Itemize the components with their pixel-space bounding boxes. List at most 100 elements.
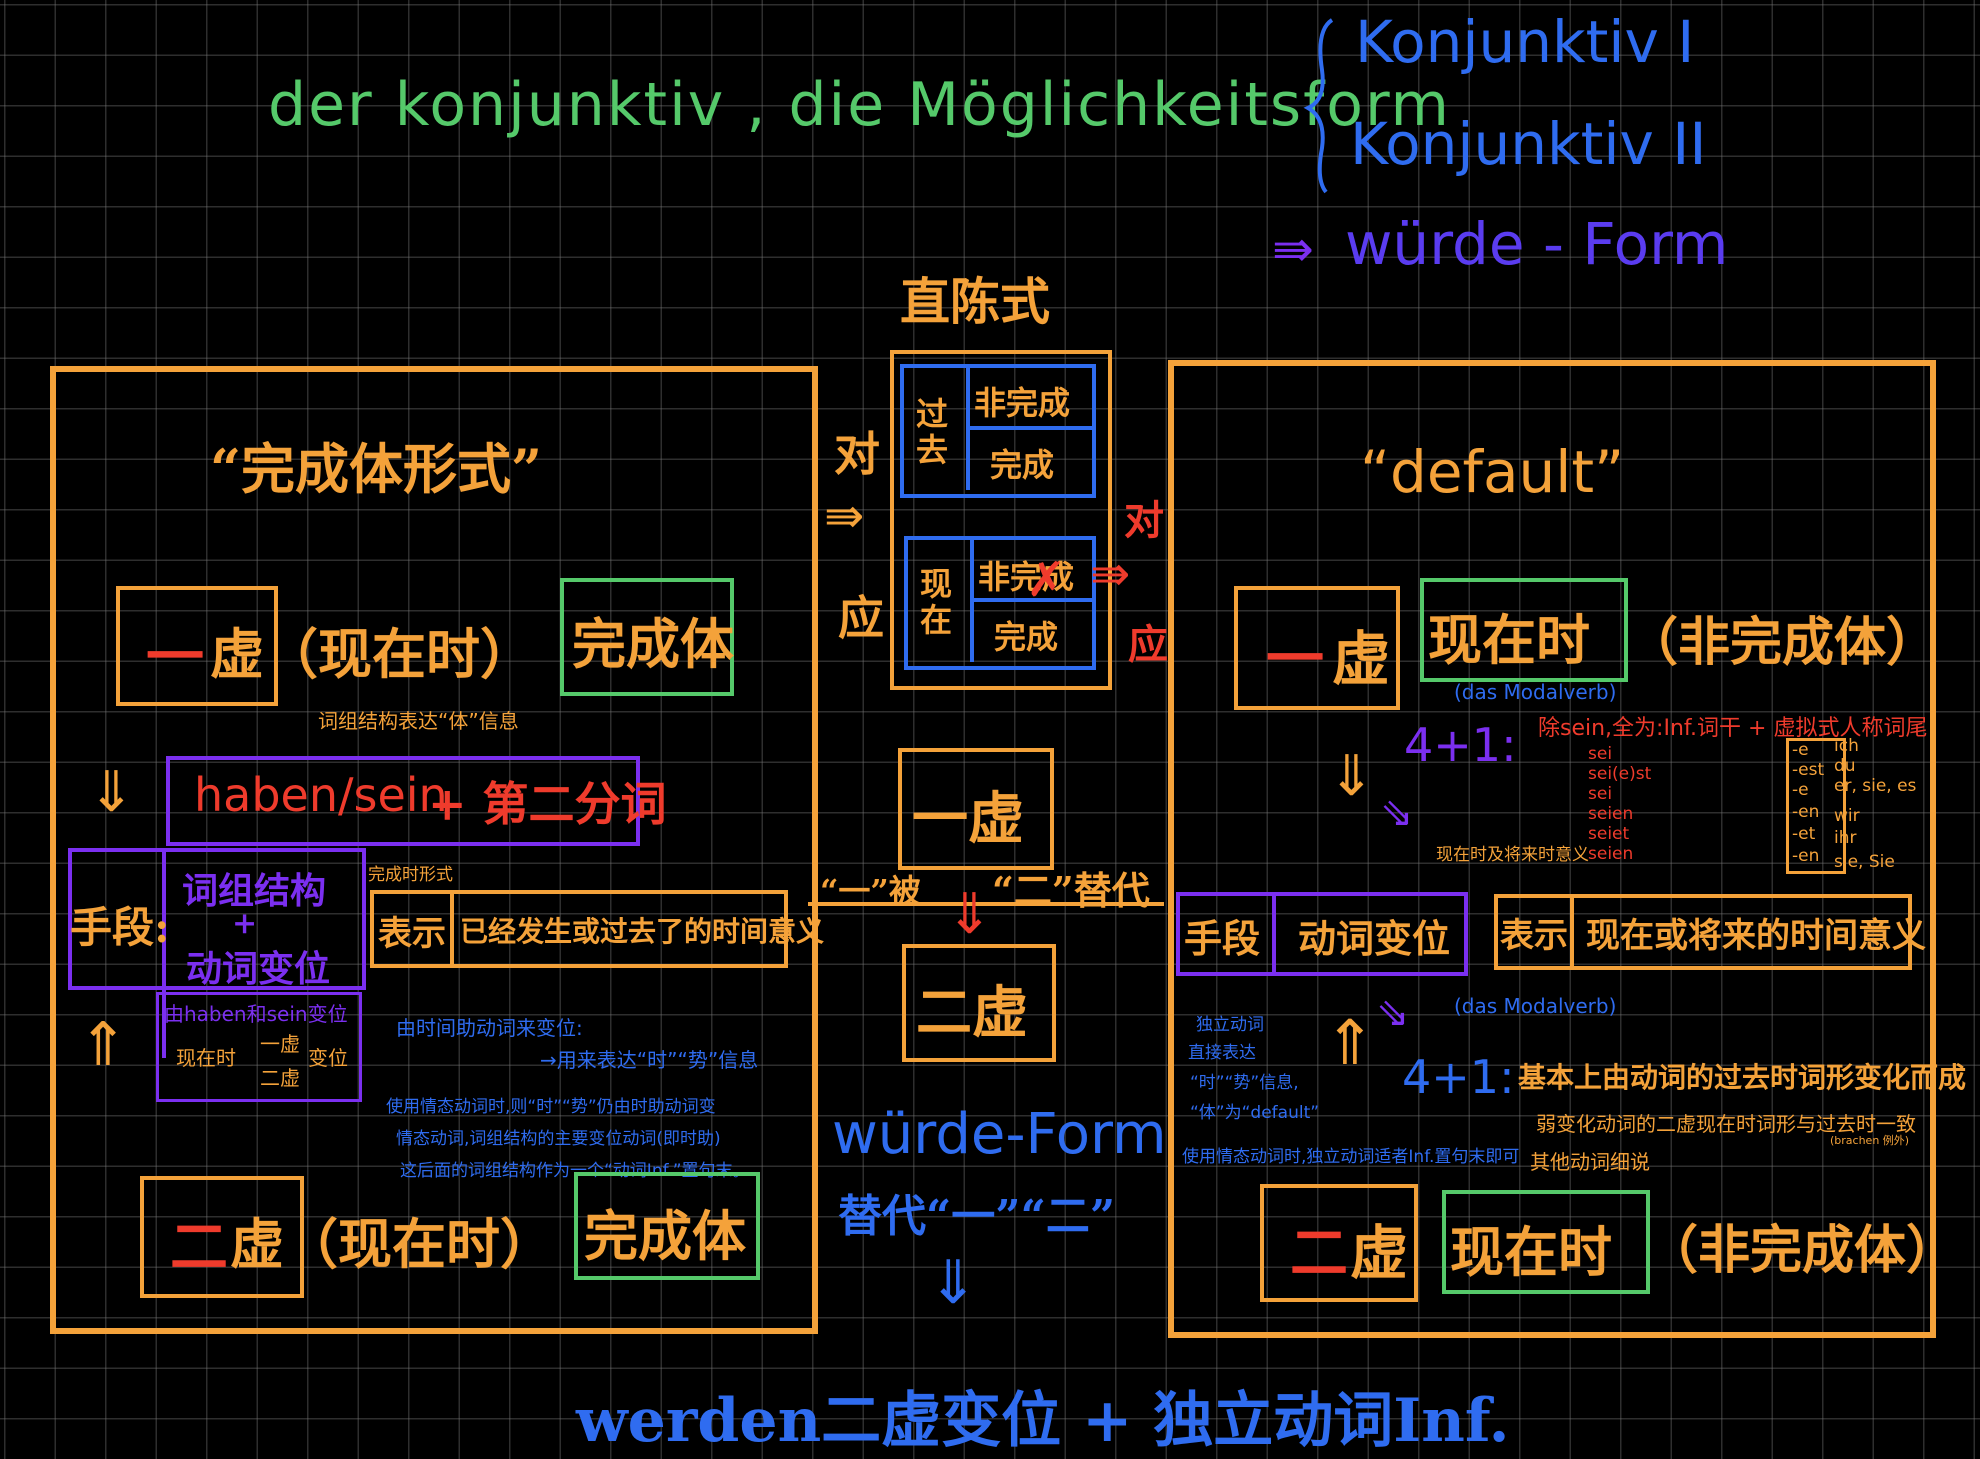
right-bottom-box-number: 二: [1290, 1219, 1349, 1287]
center-bottom-arrow-icon: ⇓: [928, 1248, 979, 1318]
modal-note-3: 这后面的词组结构作为一个“动词Inf.”置句末。: [400, 1161, 750, 1181]
center-left-label-1: 对: [834, 427, 880, 481]
perfect-note: 完成时形式: [368, 865, 453, 885]
left-top-box-text: 虚（现在时）: [210, 622, 534, 686]
right-bottom-green-box: [1442, 1190, 1650, 1294]
right-top-box: [1234, 586, 1400, 710]
form-wurde: würde - Form: [1345, 210, 1729, 278]
left-method-line2: 动词变位: [186, 948, 331, 990]
modal-note-2: 情态动词,词组结构的主要变位动词(即时助): [396, 1129, 721, 1149]
left-change-box: [156, 992, 362, 1102]
right-method-text: 动词变位: [1298, 916, 1451, 961]
left-method-divider: [162, 848, 166, 1058]
left-express-text: 已经发生或过去了的时间意义: [460, 915, 825, 948]
up-arrow-icon: ⇑: [78, 1010, 129, 1080]
left-top-green-text: 完成体: [572, 612, 734, 676]
pronoun-6: sie, Sie: [1834, 852, 1895, 872]
right-modal-small: (das Modalverb): [1454, 680, 1617, 704]
independent-note-4: “体”为“default”: [1190, 1103, 1320, 1123]
pronoun-2: du: [1834, 756, 1856, 776]
right-top-box-text: 虚: [1332, 625, 1391, 693]
form-konjunktiv-1: Konjunktiv I: [1355, 8, 1695, 76]
right-up-arrow-icon: ⇑: [1324, 1006, 1376, 1079]
center-present-hdiv: [970, 598, 1092, 602]
right-express-label: 表示: [1500, 916, 1568, 956]
independent-note-1: 独立动词: [1196, 1015, 1264, 1035]
left-method-plus: +: [232, 906, 258, 941]
formula-haben-sein: haben/sein: [194, 768, 448, 822]
ending-4: -en: [1792, 802, 1820, 822]
sein-form-3: sei: [1588, 784, 1613, 804]
left-bottom-green-text: 完成体: [584, 1204, 746, 1268]
modal-note-1: 使用情态动词时,则“时”“势”仍由时助动词变: [386, 1097, 716, 1117]
haben-change: 由haben和sein变位: [164, 1002, 348, 1026]
center-present-box: [904, 536, 1096, 670]
right-express-box: [1494, 894, 1912, 970]
center-er-xu: 二虚: [916, 980, 1028, 1046]
right-top-box-number: 一: [1266, 625, 1325, 693]
independent-note-3: “时”“势”信息,: [1190, 1073, 1299, 1093]
present-note: 现在时及将来时意义: [1436, 845, 1589, 865]
right-down-arrow-icon: ⇓: [1328, 744, 1375, 809]
center-right-arrow-icon: ⇛: [1090, 546, 1131, 602]
pronoun-3: er, sie, es: [1834, 776, 1917, 796]
bianwei-label: 变位: [308, 1046, 348, 1070]
center-er-xu-box: [902, 944, 1056, 1062]
right-modal-small-2: (das Modalverb): [1454, 994, 1617, 1018]
center-cell-present-perfect: 完成: [994, 618, 1059, 656]
sein-form-4: seien: [1588, 804, 1634, 824]
right-express-divider: [1570, 894, 1574, 970]
pronoun-1: ich: [1834, 736, 1859, 756]
right-heading: “default”: [1360, 438, 1625, 506]
left-method-label: 手段:: [70, 903, 170, 952]
right-panel: [1168, 360, 1936, 1338]
center-tense-table: [890, 350, 1112, 690]
left-express-box: [370, 890, 788, 968]
center-replace-right: “二”替代: [992, 868, 1150, 913]
present-tense-label: 现在时: [176, 1046, 236, 1070]
center-yi-xu: 一虚: [912, 786, 1024, 852]
center-yi-xu-box: [898, 748, 1054, 870]
formula-box: [166, 756, 640, 846]
right-rule-text: 除sein,全为:Inf.词干 + 虚拟式人称词尾: [1538, 716, 1928, 741]
page-title: der konjunktiv , die Möglichkeitsform: [268, 70, 1452, 140]
er-xu-label: 二虚: [260, 1066, 300, 1090]
sein-form-1: sei: [1588, 744, 1613, 764]
center-left-label-2: 应: [838, 591, 884, 645]
center-divider-line: [808, 902, 1164, 906]
left-annotation-top: 词组结构表达“体”信息: [318, 709, 519, 733]
down-arrow-icon: ⇓: [88, 760, 135, 825]
center-down-arrow-icon: ⇓: [946, 882, 993, 947]
right-method-box: [1176, 892, 1468, 976]
pronoun-5: ihr: [1834, 828, 1857, 848]
left-express-label: 表示: [378, 914, 446, 954]
right-top-green-box: [1420, 578, 1628, 682]
right-top-green-text: 现在时: [1428, 608, 1590, 672]
left-heading: “完成体形式”: [210, 437, 543, 501]
ending-2: -est: [1792, 760, 1825, 780]
center-present-label: 现在: [920, 565, 953, 639]
arrow-icon: ⇛: [1272, 220, 1314, 278]
ending-3: -e: [1792, 780, 1809, 800]
right-method-label: 手段: [1184, 916, 1261, 961]
ending-6: -en: [1792, 846, 1820, 866]
sein-form-6: seien: [1588, 844, 1634, 864]
sein-form-2: sei(e)st: [1588, 764, 1652, 784]
right-purple-arrow2-icon: ⇘: [1376, 990, 1410, 1036]
center-wurde-replace: 替代“一”“二”: [838, 1191, 1116, 1242]
center-heading: 直陈式: [900, 272, 1050, 331]
center-cell-present-imperfect: 非完成: [978, 558, 1075, 596]
left-method-box: [68, 848, 366, 990]
form-konjunktiv-2: Konjunktiv II: [1350, 110, 1707, 178]
center-past-hdiv: [966, 426, 1092, 430]
right-bottom-paren: （非完成体）: [1646, 1220, 1959, 1281]
aux-note-2: →用来表达“时”“势”信息: [540, 1048, 759, 1072]
yi-xu-label: 一虚: [260, 1032, 300, 1056]
cross-mark-icon: ✗: [1026, 552, 1067, 608]
right-modal-use: 使用情态动词时,独立动词适者Inf.置句末即可: [1182, 1147, 1520, 1167]
independent-note-2: 直接表达: [1188, 1043, 1256, 1063]
aux-note: 由时间助动词来变位:: [396, 1016, 583, 1040]
right-rule-2d: 其他动词细说: [1530, 1150, 1650, 1174]
pronoun-4: wir: [1834, 806, 1860, 826]
center-cell-past-imperfect: 非完成: [974, 384, 1071, 422]
